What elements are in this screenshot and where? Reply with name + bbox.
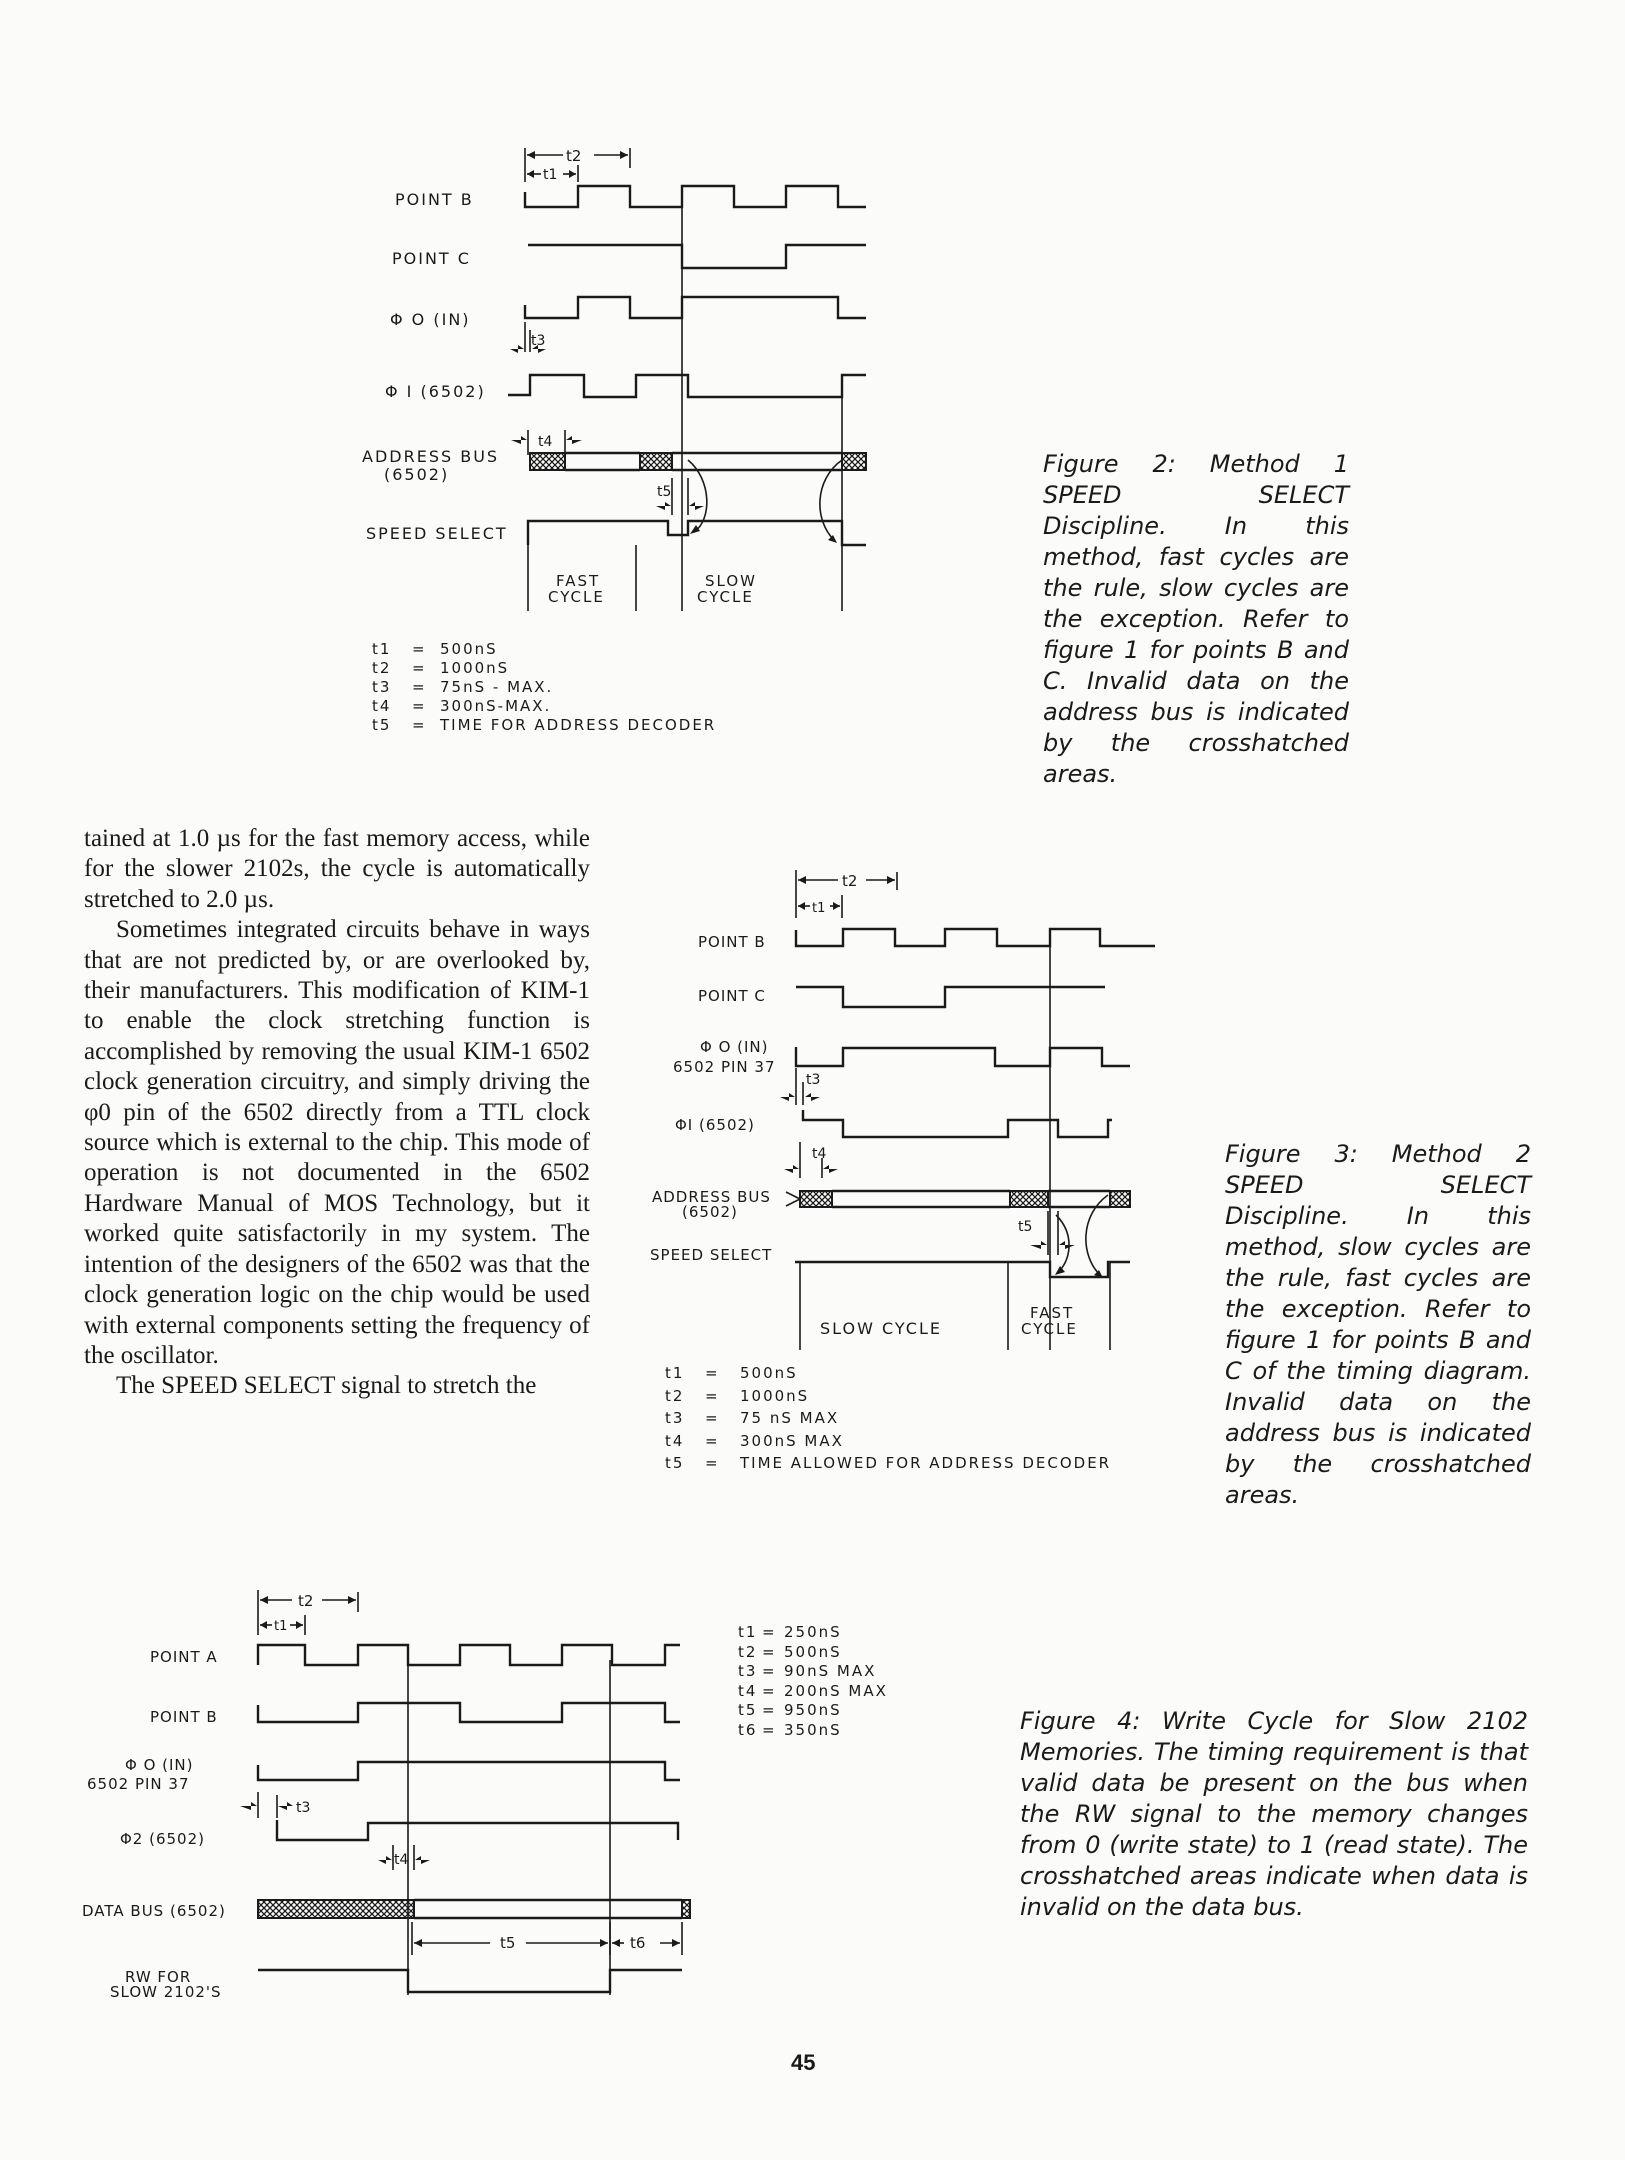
signal-label-point-a: POINT A (150, 1648, 218, 1666)
legend-row: t6=350nS (738, 1720, 842, 1739)
waveform-data-bus (257, 1898, 691, 1920)
waveform-rw (258, 1968, 682, 1994)
figure-4-caption: Figure 4: Write Cycle for Slow 2102 Memo… (1020, 1707, 1528, 1921)
legend-row: t1=250nS (738, 1623, 842, 1641)
body-text-column: tained at 1.0 µs for the fast memory acc… (84, 824, 590, 1402)
legend-row: t2=1000nS (665, 1386, 810, 1405)
t5-label: t5 (1018, 1219, 1032, 1235)
signal-label-slow-2102: SLOW 2102'S (110, 1983, 222, 2001)
fast-label: FAST (1030, 1304, 1074, 1322)
waveform-phi1 (801, 1110, 1112, 1139)
t1-label: t1 (543, 167, 557, 183)
legend-row: t3=90nS MAX (738, 1662, 877, 1680)
t4-label: t4 (394, 1852, 408, 1868)
t2-label: t2 (566, 147, 581, 165)
legend-row: t1=500nS (665, 1364, 798, 1382)
slow-cycle-label: SLOW CYCLE (820, 1319, 942, 1338)
curved-arrow-2 (1085, 1194, 1109, 1276)
signal-label-pin-37: 6502 PIN 37 (87, 1775, 190, 1793)
signal-label-point-c: POINT C (392, 249, 471, 268)
waveform-point-b (794, 927, 1155, 948)
legend-row: t2=1000nS (372, 659, 510, 677)
waveform-phi0-in (256, 1760, 680, 1782)
signal-label-point-b: POINT B (395, 190, 474, 209)
t6-label: t6 (630, 1934, 645, 1952)
waveform-point-c (796, 985, 1105, 1009)
page-number: 45 (791, 2050, 816, 2075)
signal-label-data-bus: DATA BUS (6502) (82, 1902, 226, 1920)
slow-label: SLOW (705, 572, 757, 590)
legend-row: t1=500nS (372, 640, 498, 658)
legend-row: t4=300nS MAX (665, 1431, 844, 1450)
signal-label-address-bus-6502: (6502) (682, 1203, 738, 1221)
t1-label: t1 (274, 1619, 287, 1634)
legend-row: t3=75 nS MAX (665, 1409, 840, 1427)
signal-label-speed-select: SPEED SELECT (650, 1246, 773, 1264)
legend-row: t5=TIME FOR ADDRESS DECODER (372, 716, 717, 734)
fast-label: FAST (556, 572, 600, 590)
t5-label: t5 (657, 484, 671, 500)
legend-row: t3=75nS - MAX. (372, 678, 554, 696)
signal-label-address-bus: ADDRESS BUS (652, 1188, 771, 1206)
t5-label: t5 (500, 1934, 515, 1952)
waveform-point-c (528, 243, 866, 270)
t2-label: t2 (842, 872, 857, 890)
signal-label-speed-select: SPEED SELECT (366, 524, 508, 543)
t1-t2-markers (524, 148, 631, 182)
signal-label-address-bus: ADDRESS BUS (362, 447, 500, 466)
figure-2-legend: t1=500nS t2=1000nS t3=75nS - MAX. t4=300… (372, 640, 716, 735)
signal-label-address-bus-6502: (6502) (384, 465, 450, 484)
legend-row: t4=300nS-MAX. (372, 697, 552, 715)
signal-label-phi0-in: Φ O (IN) (390, 310, 471, 329)
figure-2-caption: Figure 2: Method 1 SPEED SELECT Discipli… (1043, 450, 1349, 788)
signal-label-rw-for: RW FOR (125, 1968, 192, 1986)
paragraph-3: The SPEED SELECT signal to stretch the (116, 1372, 537, 1400)
t1-label: t1 (812, 901, 825, 916)
signal-label-phi0-in: Φ O (IN) (125, 1756, 194, 1774)
figure-4-legend: t1=250nS t2=500nS t3=90nS MAX t4=200nS M… (738, 1623, 888, 1740)
signal-label-point-b: POINT B (150, 1708, 218, 1726)
waveform-point-a (256, 1643, 680, 1667)
legend-row: t2=500nS (738, 1642, 842, 1661)
legend-row: t5=TIME ALLOWED FOR ADDRESS DECODER (665, 1454, 1112, 1472)
t4-label: t4 (812, 1146, 826, 1162)
curved-arrow-2 (819, 459, 843, 541)
paragraph-1: tained at 1.0 µs for the fast memory acc… (84, 825, 590, 913)
waveform-phi2 (275, 1820, 680, 1842)
signal-label-phi0-in: Φ O (IN) (700, 1038, 769, 1056)
fast-cycle-label: CYCLE (1021, 1320, 1078, 1338)
t3-label: t3 (806, 1072, 820, 1088)
slow-cycle-label: CYCLE (697, 588, 754, 606)
waveform-phi0-in (523, 295, 866, 320)
curved-arrow-1 (687, 459, 708, 533)
signal-label-pin-37: 6502 PIN 37 (673, 1058, 776, 1076)
figure-3-caption: Figure 3: Method 2 SPEED SELECT Discipli… (1225, 1140, 1531, 1509)
signal-label-phi1: Φ I (6502) (385, 382, 486, 401)
waveform-phi0-in (794, 1046, 1130, 1068)
figure-3-legend: t1=500nS t2=1000nS t3=75 nS MAX t4=300nS… (665, 1362, 1111, 1475)
t3-label: t3 (296, 1800, 310, 1816)
signal-label-point-b: POINT B (698, 933, 766, 951)
signal-label-phi1: ΦI (6502) (675, 1116, 755, 1134)
t4-label: t4 (538, 434, 552, 450)
t3-label: t3 (531, 333, 545, 349)
legend-row: t5=950nS (738, 1701, 842, 1719)
fast-cycle-label: CYCLE (548, 588, 605, 606)
t2-label: t2 (298, 1592, 313, 1610)
waveform-address-bus (785, 1189, 1131, 1209)
signal-label-phi2: Φ2 (6502) (120, 1830, 205, 1848)
paragraph-2: Sometimes integrated circuits behave in … (84, 916, 590, 1369)
legend-row: t4=200nS MAX (738, 1681, 888, 1700)
waveform-phi1 (508, 373, 866, 399)
signal-label-point-c: POINT C (698, 987, 766, 1005)
waveform-address-bus (529, 451, 867, 472)
waveform-point-b (256, 1701, 680, 1724)
